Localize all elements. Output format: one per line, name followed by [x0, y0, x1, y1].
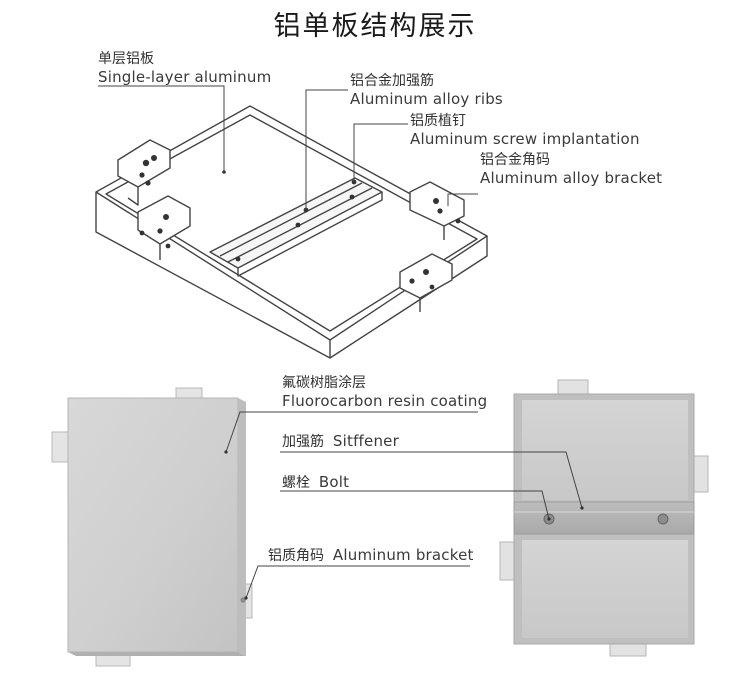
label-en: Aluminum alloy bracket — [480, 169, 663, 187]
label-bolt: 螺栓 Bolt — [282, 473, 349, 492]
label-cn: 铝合金加强筋 — [350, 73, 434, 89]
label-aluminum-alloy-ribs: 铝合金加强筋 Aluminum alloy ribs — [350, 72, 503, 108]
bottom-leader-lines — [225, 411, 583, 599]
label-aluminum-bracket: 铝质角码 Aluminum bracket — [268, 546, 474, 565]
label-en: Fluorocarbon resin coating — [282, 392, 488, 410]
label-cn: 铝质植钉 — [410, 113, 466, 129]
label-single-layer-aluminum: 单层铝板 Single-layer aluminum — [98, 50, 271, 86]
photo-panel-front — [51, 387, 253, 667]
line-drawing-holes — [139, 155, 461, 290]
label-en: Single-layer aluminum — [98, 68, 272, 86]
label-cn: 铝合金角码 — [480, 152, 550, 168]
label-en: Aluminum alloy ribs — [350, 90, 503, 108]
photo-panel-back — [499, 379, 709, 657]
label-aluminum-alloy-bracket: 铝合金角码 Aluminum alloy bracket — [480, 151, 662, 187]
top-leader-lines — [98, 85, 478, 210]
label-stiffener: 加强筋 Sitffener — [282, 432, 399, 451]
label-cn: 铝质角码 — [268, 548, 324, 564]
label-en: Aluminum screw implantation — [410, 130, 640, 148]
label-cn: 单层铝板 — [98, 51, 154, 67]
label-cn: 螺栓 — [282, 475, 310, 491]
label-en: Bolt — [318, 473, 350, 491]
label-cn: 氟碳树脂涂层 — [282, 375, 366, 391]
label-aluminum-screw: 铝质植钉 Aluminum screw implantation — [410, 112, 640, 148]
label-en: Aluminum bracket — [332, 546, 474, 564]
label-cn: 加强筋 — [282, 434, 324, 450]
line-drawing-panel — [95, 105, 488, 359]
page-title: 铝单板结构展示 — [273, 11, 477, 42]
label-en: Sitffener — [332, 432, 399, 450]
label-fluorocarbon-coating: 氟碳树脂涂层 Fluorocarbon resin coating — [282, 374, 487, 410]
